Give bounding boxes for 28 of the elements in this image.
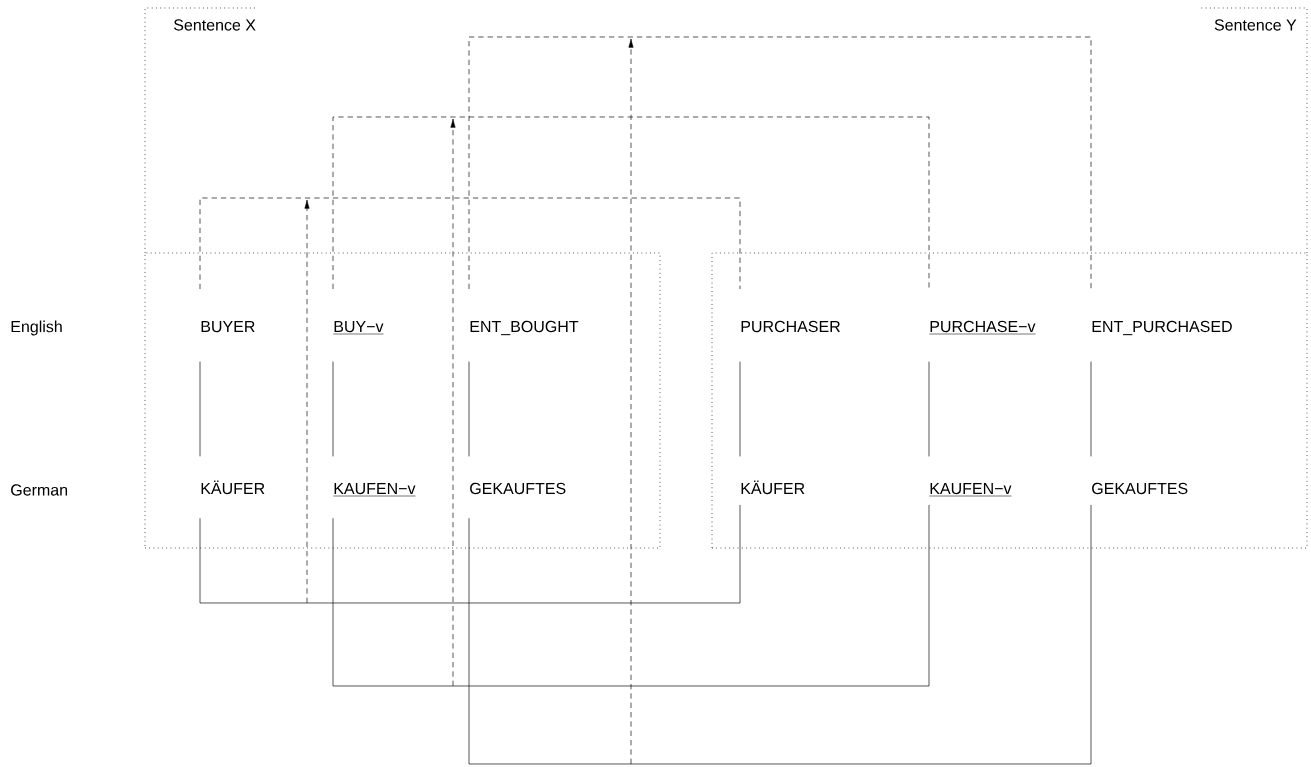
connector-line [468, 36, 1092, 290]
word-label: GEKAUFTES [470, 482, 566, 495]
alignment-line [468, 361, 470, 457]
word-label: ENT_PURCHASED [1092, 320, 1232, 336]
alignment-line [1090, 361, 1092, 457]
alignment-line [739, 361, 741, 457]
word-label: PURCHASE−v [929, 320, 1036, 335]
row-label: English [11, 320, 62, 336]
word-label: GEKAUFTES [1092, 482, 1188, 495]
word-label: BUYER [201, 321, 255, 333]
word-label: KÄUFER [741, 480, 805, 495]
node-label: Sentence X [174, 19, 256, 31]
word-label: KAUFEN−v [333, 483, 416, 497]
word-label: PURCHASER [741, 320, 840, 333]
word-label: ENT_BOUGHT [470, 320, 579, 336]
alignment-line [199, 361, 201, 457]
connector-line [332, 116, 930, 290]
connector-line [199, 197, 741, 290]
node-label: Sentence Y [1214, 19, 1297, 31]
alignment-line [928, 361, 930, 457]
connector-line [199, 504, 741, 604]
word-label: KÄUFER [201, 480, 265, 495]
connector-line [468, 504, 1092, 765]
word-label: BUY−v [333, 321, 384, 335]
row-label: German [11, 484, 68, 496]
alignment-line [332, 361, 334, 457]
word-label: KAUFEN−v [929, 483, 1012, 497]
connector-line [332, 504, 930, 687]
